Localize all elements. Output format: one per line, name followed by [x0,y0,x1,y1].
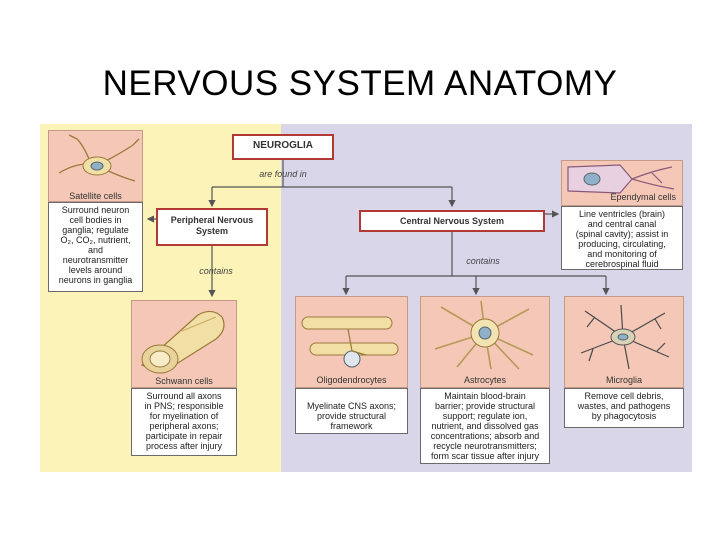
description-line: neurons in ganglia [58,275,133,285]
description-line: Myelinate CNS axons; [306,401,397,411]
page-title: NERVOUS SYSTEM ANATOMY [102,64,618,103]
description-line: wastes, and pathogens [577,401,671,411]
astrocyte-name: Astrocytes [463,375,506,385]
description-line: Surround all axons [146,391,222,401]
description-line: and central canal [587,219,657,229]
description-line: support; regulate ion, [442,411,528,421]
oligodendrocyte-name: Oligodendrocytes [316,375,387,385]
description-line: cerebrospinal fluid [585,259,659,269]
neuroglia-header: NEUROGLIA [232,134,334,160]
cns-header: Central Nervous System [359,210,545,232]
astrocyte-description: Maintain blood-brain barrier; provide st… [420,388,550,464]
microglia-panel: Microglia [564,296,684,388]
ependymal-cell-description: Line ventricles (brain) and central cana… [561,206,683,270]
satellite-cell-panel: Satellite cells [48,130,143,202]
description-line: concentrations; absorb and [430,431,540,441]
neuroglia-diagram: NEUROGLIA are found in Peripheral Nervou… [40,124,692,472]
description-line: levels around [68,265,123,275]
description-line: form scar tissue after injury [430,451,540,461]
microglia-name: Microglia [605,375,642,385]
schwann-cell-description: Surround all axons in PNS; responsible f… [131,388,237,456]
description-line: (spinal cavity); assist in [575,229,669,239]
schwann-cell-illustration [140,310,225,374]
connector-arrows [146,160,610,298]
pns-header: Peripheral Nervous System [156,208,268,246]
description-line: ganglia; regulate [62,225,129,235]
description-line: by phagocytosis [591,411,657,421]
oligodendrocyte-panel: Oligodendrocytes [295,296,408,388]
oligodendrocyte-description: Myelinate CNS axons; provide structural … [295,388,408,434]
description-line: Remove cell debris, [584,391,664,401]
description-line: provide structural [316,411,387,421]
astrocyte-panel: Astrocytes [420,296,550,388]
astrocyte-illustration [434,300,534,370]
description-line: and [87,245,104,255]
ependymal-cell-illustration [567,164,675,194]
ependymal-cell-panel: Ependymal cells [561,160,683,206]
description-line: participate in repair [145,431,223,441]
cns-contains-label: contains [466,256,500,266]
microglia-illustration [580,304,670,370]
description-line: process after injury [145,441,223,451]
description-line: O₂, CO₂, nutrient, [60,235,131,245]
description-line: cell bodies in [69,215,122,225]
description-line: peripheral axons; [149,421,219,431]
satellite-cell-description: Surround neuron cell bodies in ganglia; … [48,202,143,292]
description-line: Line ventricles (brain) [578,209,666,219]
description-line: framework [330,421,373,431]
oligodendrocyte-illustration [301,316,399,368]
description-line: barrier; provide structural [434,401,536,411]
description-line: and monitoring of [587,249,657,259]
description-line: producing, circulating, [578,239,666,249]
description-line: neurotransmitter [62,255,129,265]
description-line: Surround neuron [61,205,130,215]
pns-contains-label: contains [199,266,233,276]
description-line: nutrient, and dissolved gas [431,421,539,431]
schwann-cell-panel: Schwann cells [131,300,237,388]
description-line: Maintain blood-brain [444,391,526,401]
description-line: for myelination of [149,411,219,421]
ependymal-cell-name: Ependymal cells [610,192,676,202]
satellite-cell-illustration [58,134,140,182]
schwann-cell-name: Schwann cells [155,376,213,386]
satellite-cell-name: Satellite cells [69,191,122,201]
description-line: recycle neurotransmitters; [433,441,537,451]
microglia-description: Remove cell debris, wastes, and pathogen… [564,388,684,428]
are-found-in-label: are found in [259,169,307,179]
description-line: in PNS; responsible [144,401,224,411]
